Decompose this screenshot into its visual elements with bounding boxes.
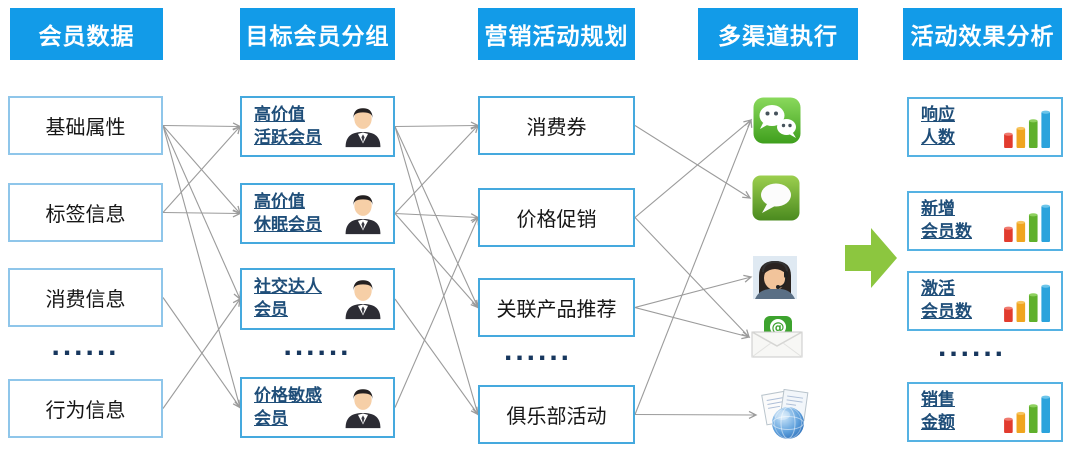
metric-label: 响应人数 [921,105,955,147]
result-arrow-icon [845,228,897,293]
group-label: 价格敏感会员 [254,385,322,428]
metric-label: 新增会员数 [921,199,972,241]
person-icon [345,388,381,428]
header-target-grouping: 目标会员分组 [240,8,395,60]
connection-arrow-high-value-dormant-to-coupon [394,124,479,214]
connection-arrow-high-value-active-to-club-activity [394,126,481,416]
box-activated-members: 激活会员数 [907,271,1063,331]
ellipsis-dots: ...... [503,346,572,364]
bar-chart-icon [1004,284,1050,323]
ellipsis-dots: ...... [283,341,352,359]
header-effect-analysis: 活动效果分析 [903,8,1062,60]
connection-arrow-high-value-active-to-coupon [394,121,480,130]
connection-arrow-basic-attributes-to-price-sensitive [162,125,243,409]
bar-chart-icon [1004,395,1050,434]
group-label: 社交达人会员 [254,277,322,319]
bar-chart-icon [1004,110,1050,149]
ellipsis-dots: ...... [51,341,120,359]
box-price-promo: 价格促销 [478,188,635,247]
ellipsis-dots: ...... [937,342,1006,360]
connection-arrow-price-sensitive-to-price-promo [394,216,480,408]
box-label: 俱乐部活动 [506,406,607,428]
box-label: 行为信息 [45,400,126,422]
channel-wechat [753,97,801,149]
box-label: 标签信息 [45,204,126,226]
connection-arrow-high-value-dormant-to-price-promo [394,212,480,222]
connection-arrow-price-promo-to-wechat [634,119,753,218]
box-high-value-dormant: 高价值休眠会员 [240,183,395,244]
box-label: 基础属性 [45,117,126,139]
box-tag-info: 标签信息 [8,183,163,242]
call-center-icon [753,256,797,299]
box-sales-amount: 销售金额 [907,382,1063,442]
bar-chart-icon [1004,204,1050,243]
header-multichannel-exec: 多渠道执行 [698,8,858,60]
box-label: 消费券 [526,117,587,139]
wechat-icon [753,97,801,144]
box-related-product: 关联产品推荐 [478,278,635,337]
box-new-members: 新增会员数 [907,191,1063,251]
channel-web [758,388,812,446]
box-basic-attributes: 基础属性 [8,96,163,155]
header-campaign-planning: 营销活动规划 [478,8,635,60]
box-price-sensitive: 价格敏感会员 [240,377,395,438]
metric-label: 激活会员数 [921,279,972,321]
connection-arrow-club-activity-to-web [634,410,758,420]
person-icon [345,194,381,234]
connection-arrow-basic-attributes-to-social-expert [162,125,242,301]
connection-arrow-price-promo-to-email [634,217,751,339]
channel-email: @ [751,316,803,363]
box-consume-info: 消费信息 [8,268,163,327]
connection-arrow-basic-attributes-to-high-value-active [162,122,242,131]
box-behavior-info: 行为信息 [8,379,163,438]
box-label: 关联产品推荐 [496,299,617,321]
box-respond-count: 响应人数 [907,97,1063,157]
connection-arrow-high-value-dormant-to-related-product [394,213,479,309]
web-icon [761,388,809,439]
group-label: 高价值休眠会员 [254,191,322,234]
connection-arrow-social-expert-to-club-activity [394,298,479,416]
connection-arrow-coupon-to-sms [634,125,752,199]
header-member-data: 会员数据 [10,8,163,60]
connection-arrow-related-product-to-call-center [634,274,753,309]
connection-arrow-club-activity-to-wechat [634,118,753,415]
sms-icon [752,175,800,221]
connection-arrow-tag-info-to-high-value-dormant [162,209,242,218]
channel-call-center [753,256,797,304]
person-icon [345,280,381,320]
connection-arrow-related-product-to-email [634,306,751,340]
box-social-expert: 社交达人会员 [240,268,395,330]
connection-arrow-behavior-info-to-social-expert [162,297,241,409]
box-label: 消费信息 [45,289,126,311]
email-icon: @ [751,316,803,358]
person-icon [345,107,381,147]
connection-arrow-consume-info-to-price-sensitive [162,297,241,409]
box-high-value-active: 高价值活跃会员 [240,96,395,157]
box-coupon: 消费券 [478,96,635,155]
channel-sms [752,175,800,226]
connection-arrow-tag-info-to-high-value-active [162,125,241,213]
group-label: 高价值活跃会员 [254,104,322,147]
connection-arrow-high-value-active-to-related-product [394,126,479,309]
box-club-activity: 俱乐部活动 [478,385,635,444]
metric-label: 销售金额 [921,390,955,432]
box-label: 价格促销 [516,209,597,231]
